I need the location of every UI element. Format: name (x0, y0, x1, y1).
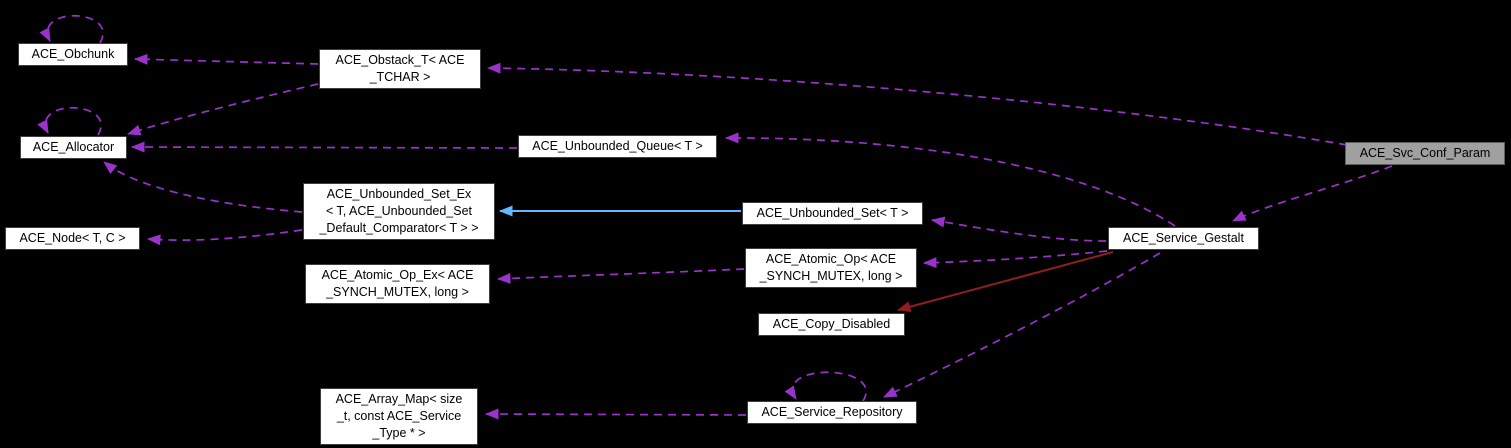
node-label: _TCHAR > (369, 70, 431, 84)
node-ace-array-map[interactable]: ACE_Array_Map< size _t, const ACE_Servic… (320, 388, 478, 445)
node-label: ACE_Atomic_Op< ACE (765, 252, 897, 266)
node-ace-unbounded-set[interactable]: ACE_Unbounded_Set< T > (742, 202, 923, 225)
edge-gestalt-to-set (931, 216, 1107, 242)
node-label: ACE_Atomic_Op_Ex< ACE (321, 268, 474, 282)
node-ace-obstack-t[interactable]: ACE_Obstack_T< ACE _TCHAR > (319, 49, 481, 89)
edge-obchunk-self-loop (39, 14, 104, 44)
node-label: _t, const ACE_Service (336, 409, 462, 423)
edge-repository-to-array-map (485, 408, 747, 420)
node-ace-atomic-op-ex[interactable]: ACE_Atomic_Op_Ex< ACE _SYNCH_MUTEX, long… (305, 264, 490, 304)
node-label: _SYNCH_MUTEX, long > (759, 269, 903, 283)
node-label: ACE_Service_Gestalt (1123, 231, 1244, 245)
edge-allocator-self-loop (37, 106, 102, 136)
node-ace-node[interactable]: ACE_Node< T, C > (5, 227, 140, 250)
node-ace-unbounded-queue[interactable]: ACE_Unbounded_Queue< T > (518, 135, 717, 158)
node-label: _SYNCH_MUTEX, long > (326, 285, 469, 299)
edge-set-ex-to-allocator (103, 161, 303, 213)
node-label: ACE_Obstack_T< ACE (335, 53, 465, 67)
edge-atomic-op-to-atomic-op-ex (497, 268, 745, 284)
edge-svc-conf-param-to-obstack (487, 62, 1348, 146)
node-label: ACE_Copy_Disabled (772, 317, 891, 331)
edge-gestalt-inherits-copy-disabled (897, 251, 1114, 313)
node-label: < T, ACE_Unbounded_Set (325, 204, 473, 218)
node-label: ACE_Array_Map< size (335, 392, 463, 406)
node-label: ACE_Allocator (32, 140, 115, 154)
edge-gestalt-to-repository (883, 252, 1161, 398)
node-ace-service-gestalt[interactable]: ACE_Service_Gestalt (1108, 227, 1259, 250)
node-label: ACE_Unbounded_Queue< T > (532, 139, 703, 153)
node-ace-service-repository[interactable]: ACE_Service_Repository (747, 401, 917, 424)
node-ace-unbounded-set-ex[interactable]: ACE_Unbounded_Set_Ex < T, ACE_Unbounded_… (303, 183, 495, 240)
node-label: ACE_Service_Repository (761, 405, 903, 419)
node-label: ACE_Node< T, C > (19, 231, 126, 245)
node-ace-copy-disabled[interactable]: ACE_Copy_Disabled (758, 313, 905, 336)
node-ace-obchunk[interactable]: ACE_Obchunk (18, 43, 128, 66)
edge-set-ex-to-node (147, 229, 303, 246)
edge-svc-conf-param-to-gestalt (1232, 165, 1393, 222)
node-ace-svc-conf-param[interactable]: ACE_Svc_Conf_Param (1345, 142, 1505, 165)
node-ace-allocator[interactable]: ACE_Allocator (20, 136, 127, 159)
edge-repository-self-loop (784, 371, 867, 402)
node-label: ACE_Svc_Conf_Param (1359, 146, 1491, 160)
node-ace-atomic-op[interactable]: ACE_Atomic_Op< ACE _SYNCH_MUTEX, long > (745, 248, 917, 288)
node-label: ACE_Unbounded_Set< T > (756, 206, 909, 220)
node-label: _Default_Comparator< T > > (319, 221, 479, 235)
edge-obstack-to-obchunk (134, 53, 319, 65)
node-label: ACE_Obchunk (31, 47, 115, 61)
node-label: ACE_Unbounded_Set_Ex (326, 187, 472, 201)
edge-obstack-to-allocator (127, 83, 319, 136)
node-label: _Type * > (372, 426, 426, 440)
edge-gestalt-to-queue (725, 132, 1176, 227)
edge-queue-to-allocator (131, 141, 518, 153)
